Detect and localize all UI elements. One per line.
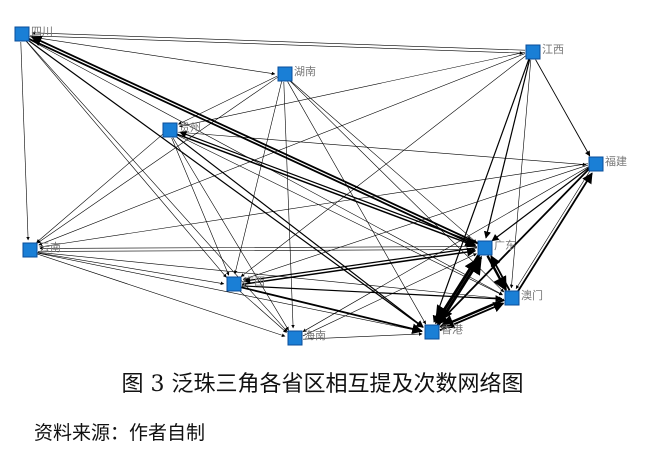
node-guangdong: 广东 <box>477 239 516 256</box>
node-marker <box>277 66 293 82</box>
edge-hunan-guangxi <box>233 81 282 275</box>
node-fujian: 福建 <box>588 154 627 172</box>
edge-jiangxi-hongkong <box>432 58 530 323</box>
node-hunan: 湖南 <box>277 65 316 82</box>
edge-fujian-guangxi <box>242 164 589 281</box>
edge-fujian-macau <box>515 169 591 290</box>
edge-jiangxi-sichuan <box>31 31 526 51</box>
edge-guizhou-hongkong <box>175 135 424 328</box>
edge-jiangxi-guangdong <box>483 59 531 239</box>
edge-yunnan-macau <box>37 251 503 300</box>
edge-sichuan-hongkong <box>27 39 424 328</box>
node-label: 广西 <box>243 275 265 288</box>
node-jiangxi: 江西 <box>525 43 564 60</box>
edge-guangxi-guangdong <box>242 247 477 286</box>
edge-macau-fujian <box>516 172 593 293</box>
node-label: 澳门 <box>521 288 543 302</box>
edge-guangdong-yunnan <box>39 246 477 251</box>
edge-guangxi-macau <box>241 285 503 303</box>
edge-hunan-hongkong <box>287 81 427 325</box>
edge-jiangxi-guizhou <box>179 51 525 128</box>
edge-guangdong-guangxi <box>242 247 477 284</box>
node-marker <box>162 122 178 138</box>
node-marker <box>14 26 30 42</box>
node-label: 贵州 <box>179 121 201 134</box>
edge-guizhou-macau <box>176 134 503 296</box>
node-marker <box>22 242 38 258</box>
edge-fujian-hainan <box>302 166 589 332</box>
node-label: 云南 <box>39 241 61 254</box>
node-label: 海南 <box>304 328 326 342</box>
edge-yunnan-guangdong <box>38 247 476 252</box>
node-label: 湖南 <box>294 65 316 78</box>
edge-sichuan-guangxi <box>25 40 227 278</box>
edge-hainan-hongkong <box>303 332 423 340</box>
edge-hainan-guangdong <box>302 253 477 337</box>
edge-guangdong-sichuan <box>30 36 479 245</box>
figure-source: 资料来源：作者自制 <box>34 422 206 444</box>
edge-guizhou-guangdong <box>176 133 476 248</box>
edge-hunan-yunnan <box>37 77 278 244</box>
node-macau: 澳门 <box>504 288 543 306</box>
figure-caption: 图 3 泛珠三角各省区相互提及次数网络图 <box>121 372 524 397</box>
node-label: 福建 <box>605 154 627 168</box>
edge-yunnan-guangxi <box>37 252 225 286</box>
edge-yunnan-hainan <box>37 253 286 337</box>
node-hainan: 海南 <box>287 328 326 346</box>
edge-hongkong-macau <box>439 302 505 332</box>
edge-yunnan-hongkong <box>37 252 423 333</box>
edge-guizhou-fujian <box>177 131 587 167</box>
node-marker <box>424 324 440 340</box>
edge-hongkong-guangdong <box>436 255 483 327</box>
edge-guangdong-guizhou <box>179 131 479 245</box>
node-marker <box>287 330 303 346</box>
node-guangxi: 广西 <box>226 275 265 292</box>
edge-sichuan-yunnan <box>20 42 30 241</box>
node-sichuan: 四川 <box>14 25 53 42</box>
edge-fujian-hongkong <box>437 168 590 325</box>
node-yunnan: 云南 <box>22 241 61 258</box>
edge-guangxi-hainan <box>238 290 287 333</box>
node-label: 四川 <box>31 25 53 38</box>
edge-hunan-guizhou <box>178 75 278 125</box>
node-marker <box>477 240 493 256</box>
node-marker <box>525 44 541 60</box>
edge-jiangxi-yunnan <box>38 53 526 246</box>
edge-guizhou-guangxi <box>171 137 230 276</box>
edge-hunan-macau <box>289 80 505 293</box>
node-marker <box>504 290 520 306</box>
edge-guizhou-hainan <box>172 137 289 331</box>
edge-macau-guangdong <box>490 255 511 291</box>
edge-guangxi-hongkong <box>241 286 423 335</box>
node-marker <box>226 276 242 292</box>
edge-sichuan-guangdong <box>28 37 477 246</box>
node-label: 江西 <box>542 43 564 56</box>
edge-guangdong-macau <box>486 255 507 292</box>
edge-hunan-guangdong <box>289 80 477 243</box>
node-guizhou: 贵州 <box>162 121 201 138</box>
edge-fujian-guangdong <box>491 167 590 242</box>
edge-jiangxi-guangxi <box>240 55 526 277</box>
edge-hunan-hainan <box>283 82 295 329</box>
edge-fujian-yunnan <box>39 163 588 249</box>
node-label: 香港 <box>441 323 463 336</box>
node-label: 广东 <box>494 239 516 252</box>
node-marker <box>588 156 604 172</box>
edge-sichuan-jiangxi <box>29 35 524 55</box>
edge-sichuan-hunan <box>29 36 276 76</box>
node-hongkong: 香港 <box>424 323 463 340</box>
edge-guizhou-yunnan <box>36 133 164 243</box>
edge-jiangxi-fujian <box>535 59 591 157</box>
